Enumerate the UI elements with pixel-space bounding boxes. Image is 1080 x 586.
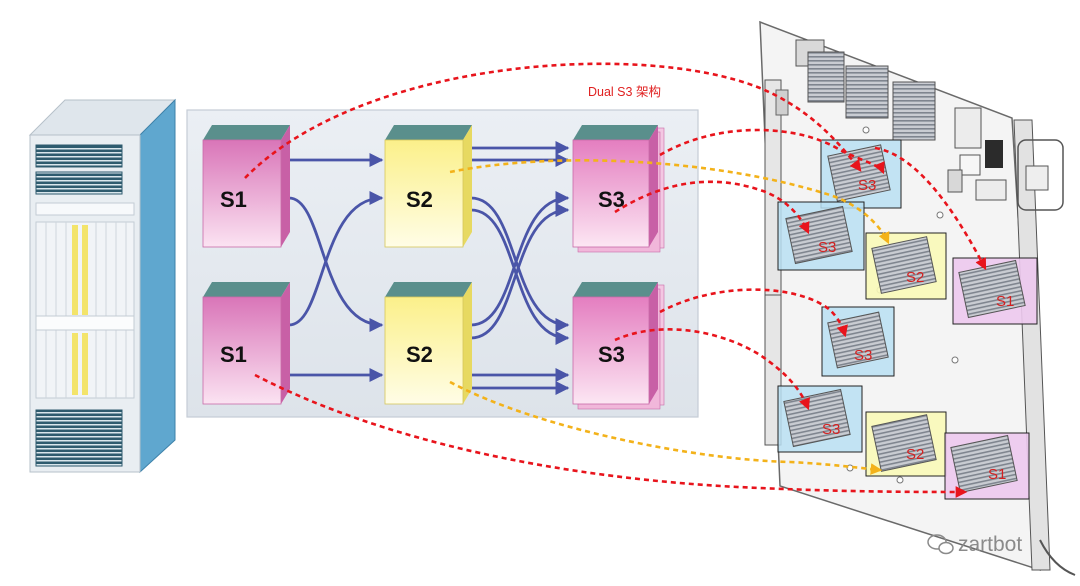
s1-label-top: S1 (220, 187, 247, 212)
s3-block-bottom: S3 (572, 282, 665, 410)
s1-block-bottom: S1 (202, 282, 290, 405)
watermark: zartbot (927, 533, 1022, 556)
mapping-arrows-red (244, 62, 987, 498)
s2-label-top: S2 (406, 187, 433, 212)
board-chip-s2-3: S2 (865, 232, 947, 300)
s2-block-top: S2 (384, 125, 472, 248)
board-chip-label-8: S1 (988, 466, 1006, 483)
board-chip-s3-6: S3 (777, 385, 863, 453)
board-chip-label-4: S1 (996, 293, 1014, 310)
s2-block-bottom: S2 (384, 282, 472, 405)
board-chip-s3-2: S3 (777, 201, 865, 271)
s2-label-bottom: S2 (406, 342, 433, 367)
s1-label-bottom: S1 (220, 342, 247, 367)
board-chip-label-2: S3 (818, 239, 836, 256)
s3-label-top: S3 (598, 187, 625, 212)
s3-label-bottom: S3 (598, 342, 625, 367)
fabric-links (288, 141, 570, 395)
board-chip-label-7: S2 (906, 446, 924, 463)
board-chip-s2-7: S2 (865, 411, 947, 477)
wechat-icon (927, 534, 954, 555)
watermark-text: zartbot (958, 533, 1022, 556)
line-card-slots (35, 221, 135, 399)
board-chip-s1-4: S1 (952, 257, 1038, 325)
board-chip-s3-5: S3 (821, 306, 895, 377)
board-chip-label-3: S2 (906, 269, 924, 286)
router-chassis-illustration (28, 98, 177, 474)
board-chip-label-6: S3 (822, 421, 840, 438)
board-chip-s1-8: S1 (944, 432, 1030, 500)
s1-block-top: S1 (202, 125, 290, 248)
board-chip-label-1: S3 (858, 177, 876, 194)
s3-block-top: S3 (572, 125, 665, 253)
diagram-title: Dual S3 架构 (588, 84, 661, 99)
board-chip-s3-1: S3 (820, 139, 902, 209)
mapping-arrows-orange (449, 159, 890, 475)
board-chip-label-5: S3 (854, 347, 872, 364)
